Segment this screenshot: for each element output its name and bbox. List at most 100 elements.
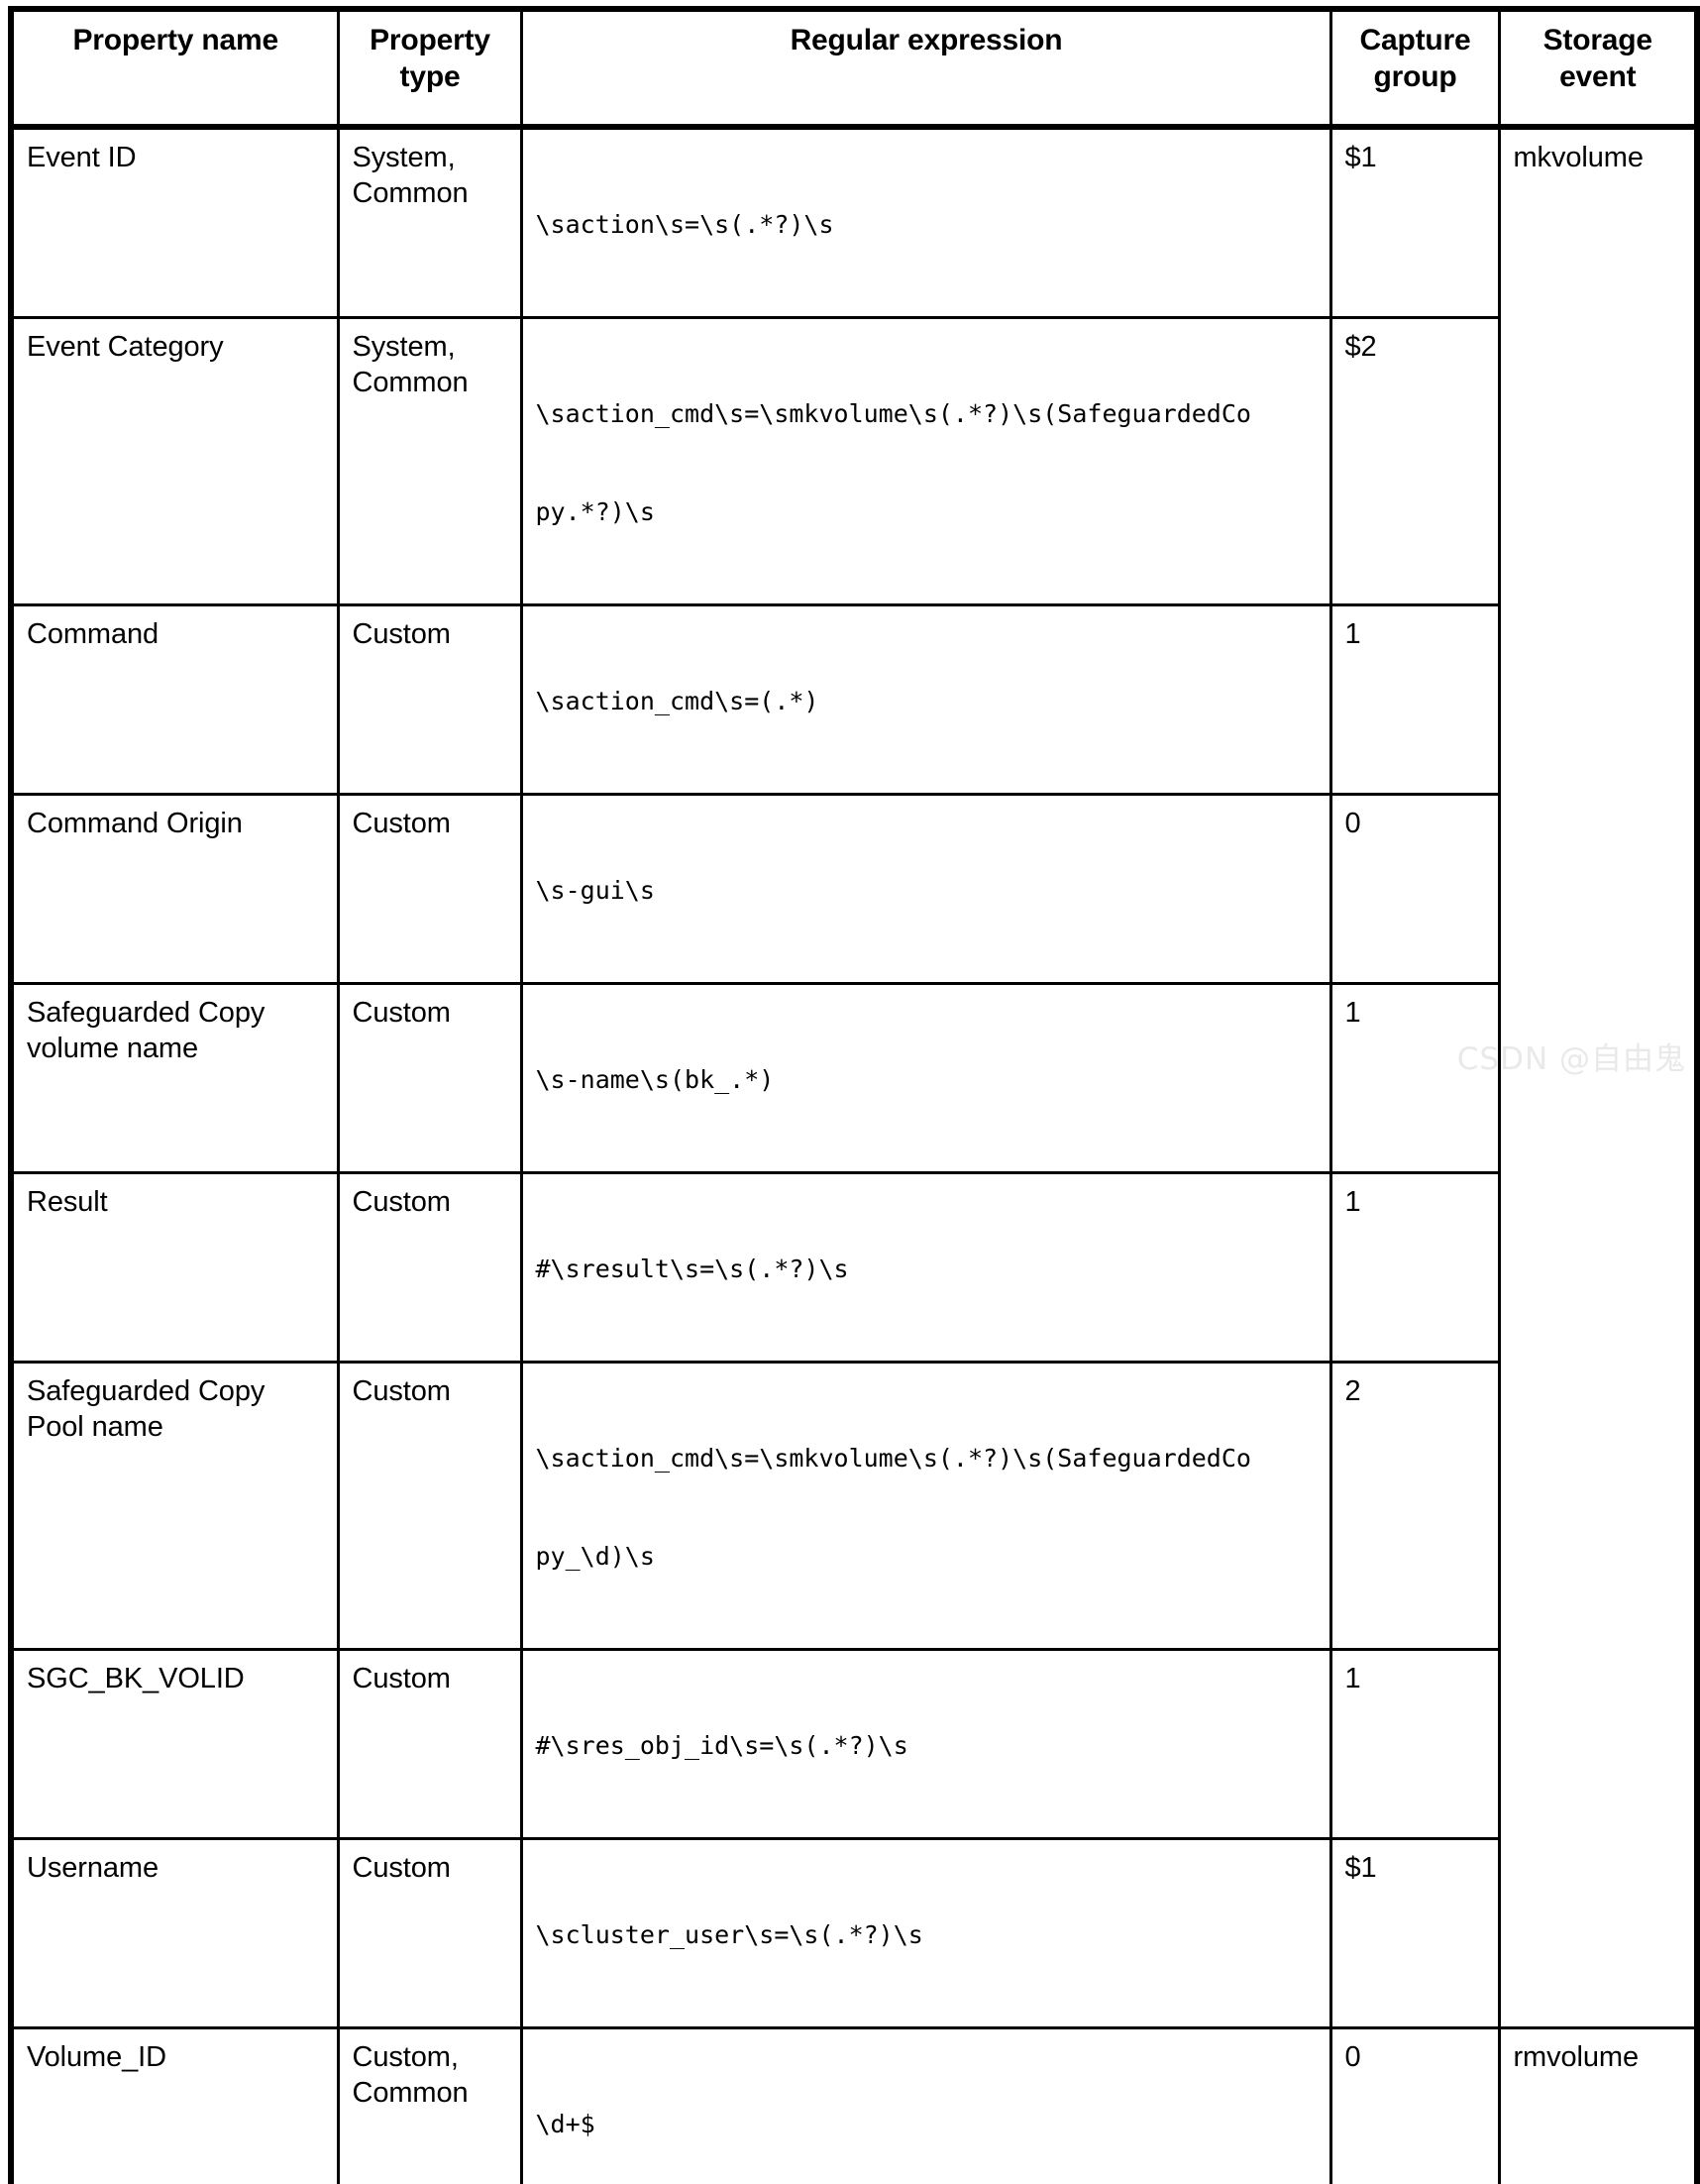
column-header-property-type-line2: type bbox=[353, 59, 508, 96]
cell-capture-group: $2 bbox=[1330, 318, 1499, 605]
property-type-line1: System, bbox=[353, 140, 508, 175]
column-header-property-type-line1: Property bbox=[353, 23, 508, 59]
capture-group-text: 2 bbox=[1345, 1375, 1361, 1407]
property-type-line1: Custom, bbox=[353, 2039, 508, 2075]
property-name-line1: Safeguarded Copy bbox=[27, 995, 325, 1031]
cell-capture-group: 0 bbox=[1330, 2028, 1499, 2184]
column-header-storage-event-line1: Storage bbox=[1514, 23, 1683, 59]
cell-property-type: Custom bbox=[338, 984, 521, 1173]
table-row: Safeguarded Copy Pool name Custom \sacti… bbox=[11, 1363, 1697, 1650]
cell-regular-expression: \s-gui\s bbox=[521, 795, 1330, 984]
capture-group-text: $1 bbox=[1345, 142, 1377, 173]
table-row: Safeguarded Copy volume name Custom \s-n… bbox=[11, 984, 1697, 1173]
storage-event-text: rmvolume bbox=[1514, 2041, 1640, 2073]
cell-property-name: Username bbox=[11, 1839, 338, 2028]
regex-line1: \saction_cmd\s=\smkvolume\s(.*?)\s(Safeg… bbox=[536, 397, 1318, 430]
cell-property-name: Volume_ID bbox=[11, 2028, 338, 2184]
cell-property-type: Custom, Common bbox=[338, 2028, 521, 2184]
property-regex-table: Property name Property type Regular expr… bbox=[8, 6, 1700, 2184]
cell-regular-expression: #\sresult\s=\s(.*?)\s bbox=[521, 1173, 1330, 1363]
cell-property-name: Event Category bbox=[11, 318, 338, 605]
table-header: Property name Property type Regular expr… bbox=[11, 9, 1697, 127]
cell-property-type: Custom bbox=[338, 1650, 521, 1839]
cell-property-type: System, Common bbox=[338, 127, 521, 318]
table-row: Volume_ID Custom, Common \d+$ 0 rmvolume bbox=[11, 2028, 1697, 2184]
cell-capture-group: 2 bbox=[1330, 1363, 1499, 1650]
cell-storage-event: mkvolume bbox=[1499, 127, 1697, 2028]
property-name-text: Result bbox=[27, 1186, 108, 1218]
cell-property-name: Command bbox=[11, 605, 338, 795]
capture-group-text: 0 bbox=[1345, 2041, 1361, 2073]
capture-group-text: $1 bbox=[1345, 1852, 1377, 1884]
table-header-row: Property name Property type Regular expr… bbox=[11, 9, 1697, 127]
property-type-line2: Common bbox=[353, 2075, 508, 2111]
property-name-line2: Pool name bbox=[27, 1409, 325, 1445]
cell-property-name: Event ID bbox=[11, 127, 338, 318]
capture-group-text: $2 bbox=[1345, 331, 1377, 363]
regex-line1: \scluster_user\s=\s(.*?)\s bbox=[536, 1918, 1318, 1951]
cell-capture-group: $1 bbox=[1330, 127, 1499, 318]
property-name-text: Volume_ID bbox=[27, 2041, 166, 2073]
property-type-line1: Custom bbox=[353, 1661, 508, 1696]
cell-regular-expression: \saction_cmd\s=(.*) bbox=[521, 605, 1330, 795]
cell-capture-group: 1 bbox=[1330, 605, 1499, 795]
cell-capture-group: $1 bbox=[1330, 1839, 1499, 2028]
table-row: Username Custom \scluster_user\s=\s(.*?)… bbox=[11, 1839, 1697, 2028]
cell-capture-group: 1 bbox=[1330, 1173, 1499, 1363]
cell-capture-group: 0 bbox=[1330, 795, 1499, 984]
capture-group-text: 1 bbox=[1345, 618, 1361, 650]
cell-regular-expression: #\sres_obj_id\s=\s(.*?)\s bbox=[521, 1650, 1330, 1839]
cell-regular-expression: \scluster_user\s=\s(.*?)\s bbox=[521, 1839, 1330, 2028]
table-body: Event ID System, Common \saction\s=\s(.*… bbox=[11, 127, 1697, 2184]
property-type-line1: Custom bbox=[353, 1373, 508, 1409]
cell-regular-expression: \saction_cmd\s=\smkvolume\s(.*?)\s(Safeg… bbox=[521, 1363, 1330, 1650]
regex-line1: \saction_cmd\s=(.*) bbox=[536, 685, 1318, 717]
cell-regular-expression: \d+$ bbox=[521, 2028, 1330, 2184]
cell-property-name: SGC_BK_VOLID bbox=[11, 1650, 338, 1839]
capture-group-text: 1 bbox=[1345, 997, 1361, 1029]
cell-property-name: Command Origin bbox=[11, 795, 338, 984]
regex-line1: \s-name\s(bk_.*) bbox=[536, 1063, 1318, 1096]
capture-group-text: 1 bbox=[1345, 1663, 1361, 1694]
cell-regular-expression: \s-name\s(bk_.*) bbox=[521, 984, 1330, 1173]
cell-regular-expression: \saction\s=\s(.*?)\s bbox=[521, 127, 1330, 318]
property-type-line2: Common bbox=[353, 365, 508, 400]
regex-line1: \d+$ bbox=[536, 2108, 1318, 2140]
cell-capture-group: 1 bbox=[1330, 984, 1499, 1173]
column-header-regular-expression: Regular expression bbox=[521, 9, 1330, 127]
cell-property-type: Custom bbox=[338, 1363, 521, 1650]
regex-line1: #\sresult\s=\s(.*?)\s bbox=[536, 1253, 1318, 1285]
property-name-text: Event Category bbox=[27, 331, 224, 363]
cell-property-name: Safeguarded Copy Pool name bbox=[11, 1363, 338, 1650]
table-row: Event ID System, Common \saction\s=\s(.*… bbox=[11, 127, 1697, 318]
table-row: Command Custom \saction_cmd\s=(.*) 1 bbox=[11, 605, 1697, 795]
property-type-line1: Custom bbox=[353, 806, 508, 841]
regex-line1: \saction\s=\s(.*?)\s bbox=[536, 208, 1318, 241]
column-header-property-name-text: Property name bbox=[73, 24, 278, 56]
cell-regular-expression: \saction_cmd\s=\smkvolume\s(.*?)\s(Safeg… bbox=[521, 318, 1330, 605]
page-root: Property name Property type Regular expr… bbox=[0, 0, 1700, 1092]
property-type-line1: Custom bbox=[353, 995, 508, 1031]
cell-property-name: Result bbox=[11, 1173, 338, 1363]
column-header-storage-event-line2: event bbox=[1514, 59, 1683, 96]
property-type-line1: Custom bbox=[353, 616, 508, 652]
table-row: Result Custom #\sresult\s=\s(.*?)\s 1 bbox=[11, 1173, 1697, 1363]
regex-line2: py_\d)\s bbox=[536, 1540, 1318, 1573]
property-name-line1: Safeguarded Copy bbox=[27, 1373, 325, 1409]
cell-storage-event: rmvolume bbox=[1499, 2028, 1697, 2184]
column-header-capture-group: Capture group bbox=[1330, 9, 1499, 127]
property-name-text: Command bbox=[27, 618, 159, 650]
property-type-line1: Custom bbox=[353, 1850, 508, 1886]
cell-property-type: Custom bbox=[338, 795, 521, 984]
table-row: SGC_BK_VOLID Custom #\sres_obj_id\s=\s(.… bbox=[11, 1650, 1697, 1839]
storage-event-text: mkvolume bbox=[1514, 142, 1644, 173]
regex-line1: \s-gui\s bbox=[536, 874, 1318, 907]
regex-line1: \saction_cmd\s=\smkvolume\s(.*?)\s(Safeg… bbox=[536, 1442, 1318, 1474]
regex-line2: py.*?)\s bbox=[536, 495, 1318, 528]
column-header-storage-event: Storage event bbox=[1499, 9, 1697, 127]
regex-line1: #\sres_obj_id\s=\s(.*?)\s bbox=[536, 1729, 1318, 1762]
property-name-text: Event ID bbox=[27, 142, 136, 173]
cell-property-name: Safeguarded Copy volume name bbox=[11, 984, 338, 1173]
cell-property-type: Custom bbox=[338, 1173, 521, 1363]
property-name-line2: volume name bbox=[27, 1031, 325, 1066]
